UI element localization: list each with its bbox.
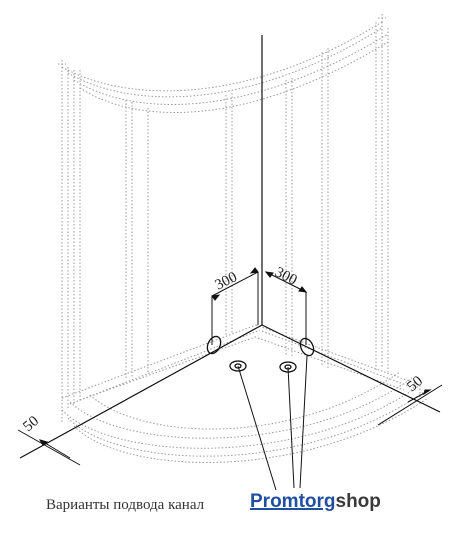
enclosure-outline bbox=[58, 14, 429, 463]
dimension-label-50-left: 50 bbox=[20, 413, 42, 435]
dimension-50-right bbox=[377, 384, 443, 426]
dimension-label-left: 300 bbox=[213, 269, 240, 293]
leader-lines bbox=[237, 355, 308, 491]
caption-text: Варианты подвода канал bbox=[46, 497, 205, 513]
dimension-50-left bbox=[17, 429, 81, 466]
dimension-300-left bbox=[211, 267, 259, 345]
drain-hole-wall-left bbox=[206, 335, 222, 355]
wall-lines bbox=[19, 35, 441, 459]
drain-holes bbox=[206, 335, 315, 373]
drain-hole-wall-right bbox=[299, 337, 315, 357]
brand-part-2: shop bbox=[335, 491, 381, 512]
dimension-300-right bbox=[264, 271, 308, 345]
dimension-label-right: 300 bbox=[272, 264, 299, 288]
dimension-label-50-right: 50 bbox=[404, 373, 426, 395]
brand-logo: Promtorgshop bbox=[250, 491, 381, 513]
drain-hole-floor-left bbox=[229, 360, 247, 372]
brand-part-1: Promtorg bbox=[250, 491, 336, 512]
